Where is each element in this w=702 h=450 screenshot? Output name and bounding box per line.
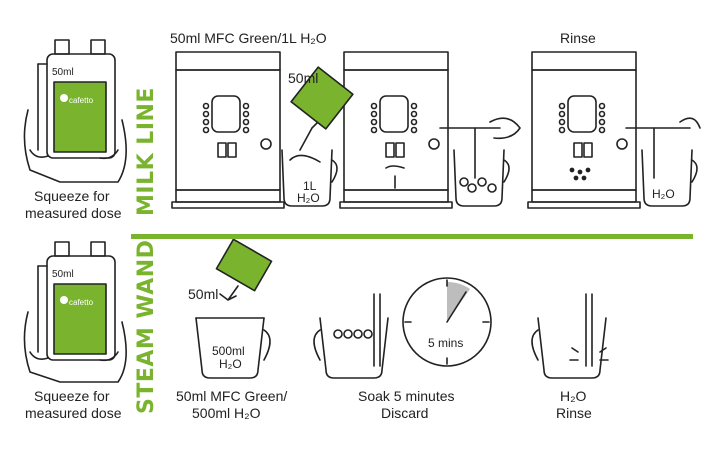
wand-step2-line2: Discard: [381, 405, 429, 421]
milk-squeeze-line1: Squeeze for: [34, 188, 110, 204]
wand-dose-sachet: [215, 238, 273, 301]
timer-label: 5 mins: [428, 336, 464, 350]
section-divider: [131, 234, 693, 239]
milk-line-jug-label-1: 1L: [303, 179, 317, 193]
wand-dose-label: 50ml: [188, 286, 219, 302]
milk-line-jug-2: [439, 117, 521, 207]
milk-line-jug-3: [625, 117, 701, 207]
wand-jug-label-1: 500ml: [212, 344, 245, 358]
wand-rinse-jug: [531, 293, 609, 379]
wand-bottle-brand: cafetto: [69, 298, 94, 307]
milk-line-rinse-title: Rinse: [560, 30, 596, 46]
milk-line-section-title: MILK LINE: [134, 87, 159, 216]
wand-jug-label-2: H₂O: [219, 357, 242, 371]
wand-squeeze-line1: Squeeze for: [34, 388, 110, 404]
milk-squeeze-line2: measured dose: [25, 205, 122, 221]
wand-step1-line2: 500ml H₂O: [192, 405, 261, 421]
milk-line-jug-label-2: H₂O: [297, 191, 320, 205]
milk-line-rinse-jug-label: H₂O: [652, 187, 675, 201]
coffee-machine-1: [171, 51, 285, 209]
wand-squeeze-line2: measured dose: [25, 405, 122, 421]
milk-line-jug-1: [281, 66, 354, 207]
timer-clock: [402, 277, 492, 367]
coffee-machine-2: [339, 51, 453, 209]
wand-soak-jug: [313, 293, 389, 379]
milk-line-dose-label: 50ml: [288, 70, 319, 86]
wand-step2-line1: Soak 5 minutes: [358, 388, 455, 404]
wand-step1-line1: 50ml MFC Green/: [176, 388, 288, 404]
milk-line-step1-title: 50ml MFC Green/1L H₂O: [170, 30, 327, 46]
wand-jug-500ml: [195, 317, 271, 379]
steam-wand-section-title: STEAM WAND: [134, 239, 159, 414]
wand-step3-line1: H₂O: [560, 388, 587, 404]
wand-bottle-illustration: [23, 241, 127, 383]
wand-bottle-marker: 50ml: [52, 269, 74, 280]
milk-bottle-brand: cafetto: [69, 96, 94, 105]
coffee-machine-3: [527, 51, 641, 209]
wand-step3-line2: Rinse: [556, 405, 592, 421]
milk-bottle-illustration: [23, 39, 127, 183]
milk-bottle-marker: 50ml: [52, 67, 74, 78]
